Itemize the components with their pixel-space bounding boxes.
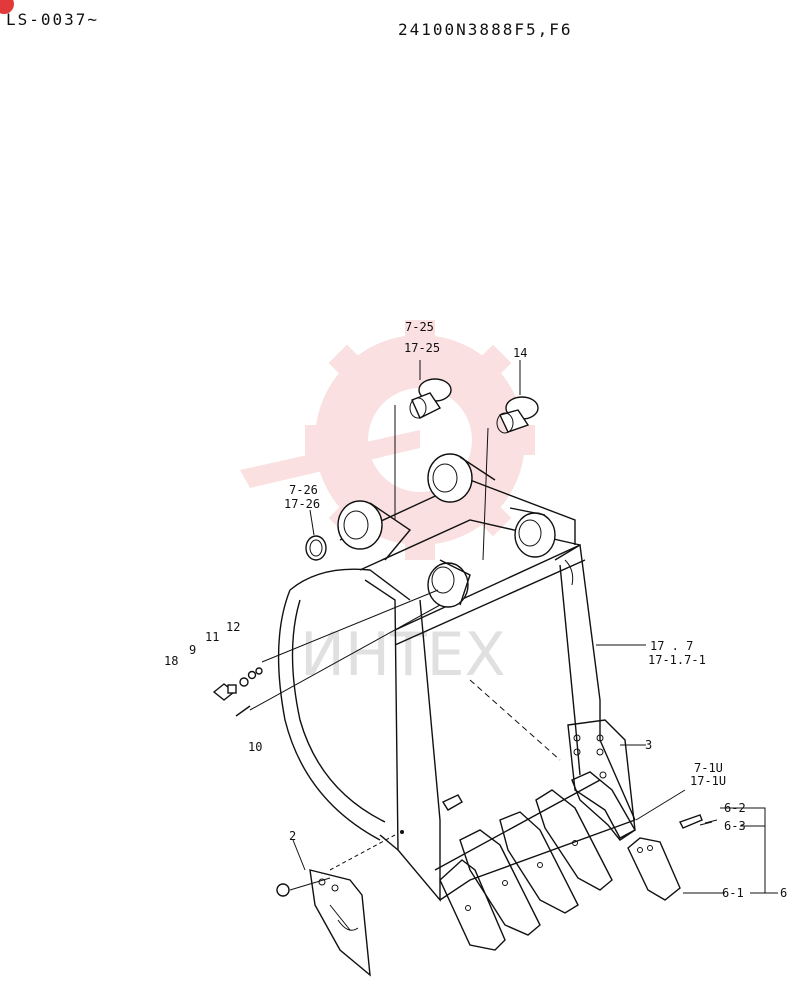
series-range-label: LS-0037~ (6, 10, 100, 29)
label-7-10: 7-1U (694, 761, 723, 775)
bushing-14 (482, 396, 539, 561)
label-18: 18 (164, 654, 178, 668)
watermark-gear-icon (240, 320, 535, 560)
label-17-25: 17-25 (404, 341, 440, 355)
shim-ring-7-26 (305, 535, 327, 561)
label-12: 12 (226, 620, 240, 634)
drawing-number-label: 24100N3888F5,F6 (398, 20, 573, 39)
label-6-3: 6-3 (724, 819, 746, 833)
label-17-26: 17-26 (284, 497, 320, 511)
label-6-1: 6-1 (722, 886, 744, 900)
label-9: 9 (189, 643, 196, 657)
bushing-7-25 (394, 378, 452, 520)
label-6-2: 6-2 (724, 801, 746, 815)
pin-assembly (212, 589, 463, 811)
callout-labels: 7-25 17-25 14 7-26 17-26 12 11 9 18 10 1… (164, 320, 787, 900)
label-7-25: 7-25 (405, 320, 434, 334)
label-17-7: 17 . 7 (650, 639, 693, 653)
label-6: 6 (780, 886, 787, 900)
label-3: 3 (645, 738, 652, 752)
bucket-body (276, 479, 636, 977)
corner-badge (0, 0, 14, 14)
label-11: 11 (205, 630, 219, 644)
leader-lines (292, 360, 778, 894)
label-10: 10 (248, 740, 262, 754)
label-14: 14 (513, 346, 527, 360)
tooth-point-6-1 (627, 814, 718, 901)
watermark-text: ИНТЕХ (300, 620, 506, 690)
bucket-teeth (439, 771, 636, 951)
label-2: 2 (289, 829, 296, 843)
label-7-26: 7-26 (289, 483, 318, 497)
label-17-10: 17-1U (690, 774, 726, 788)
bucket-bosses (337, 453, 556, 608)
label-17-1-7-1: 17-1.7-1 (648, 653, 706, 667)
